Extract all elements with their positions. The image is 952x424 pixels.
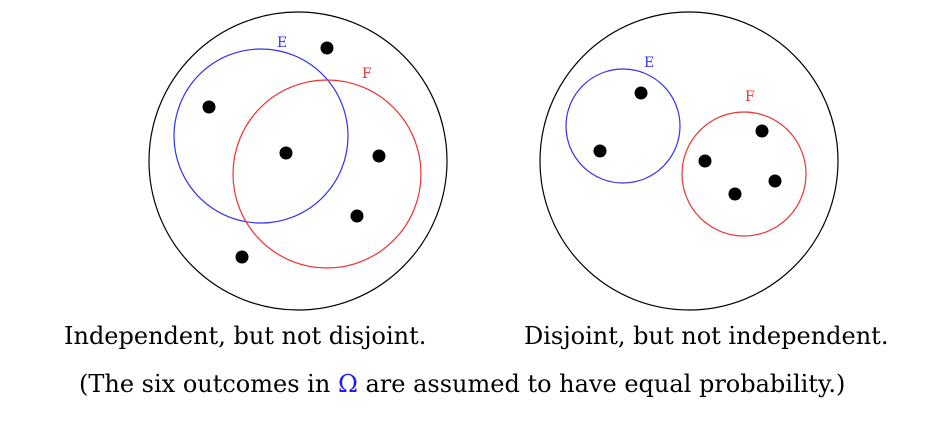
outcome-dot: [634, 86, 648, 100]
diagram-independent: E F: [148, 11, 448, 311]
caption-independent: Independent, but not disjoint.: [64, 322, 427, 350]
outcome-dot: [768, 174, 782, 188]
set-f-circle: [681, 111, 807, 237]
set-e-label: E: [277, 35, 287, 51]
outcome-dot: [755, 124, 769, 138]
diagram-disjoint: E F: [539, 11, 839, 311]
footnote: (The six outcomes in Ω are assumed to ha…: [79, 370, 845, 398]
outcome-dot: [593, 144, 607, 158]
footnote-text-after: are assumed to have equal probability.): [357, 370, 846, 398]
outcome-dot: [202, 100, 216, 114]
caption-disjoint: Disjoint, but not independent.: [524, 322, 889, 350]
set-e-circle: [173, 48, 349, 224]
outcome-dot: [350, 209, 364, 223]
omega-symbol: Ω: [337, 370, 358, 398]
set-f-circle: [232, 79, 422, 269]
outcome-dot: [372, 149, 386, 163]
set-f-label: F: [745, 89, 755, 105]
outcome-dot: [320, 41, 334, 55]
sample-space-circle: [148, 11, 448, 311]
sample-space-circle: [539, 11, 839, 311]
outcome-dot: [279, 146, 293, 160]
footnote-text-before: (The six outcomes in: [79, 370, 338, 398]
outcome-dot: [698, 154, 712, 168]
set-e-label: E: [644, 55, 654, 71]
outcome-dot: [235, 250, 249, 264]
set-e-circle: [565, 68, 681, 184]
set-f-label: F: [362, 66, 372, 82]
outcome-dot: [728, 187, 742, 201]
